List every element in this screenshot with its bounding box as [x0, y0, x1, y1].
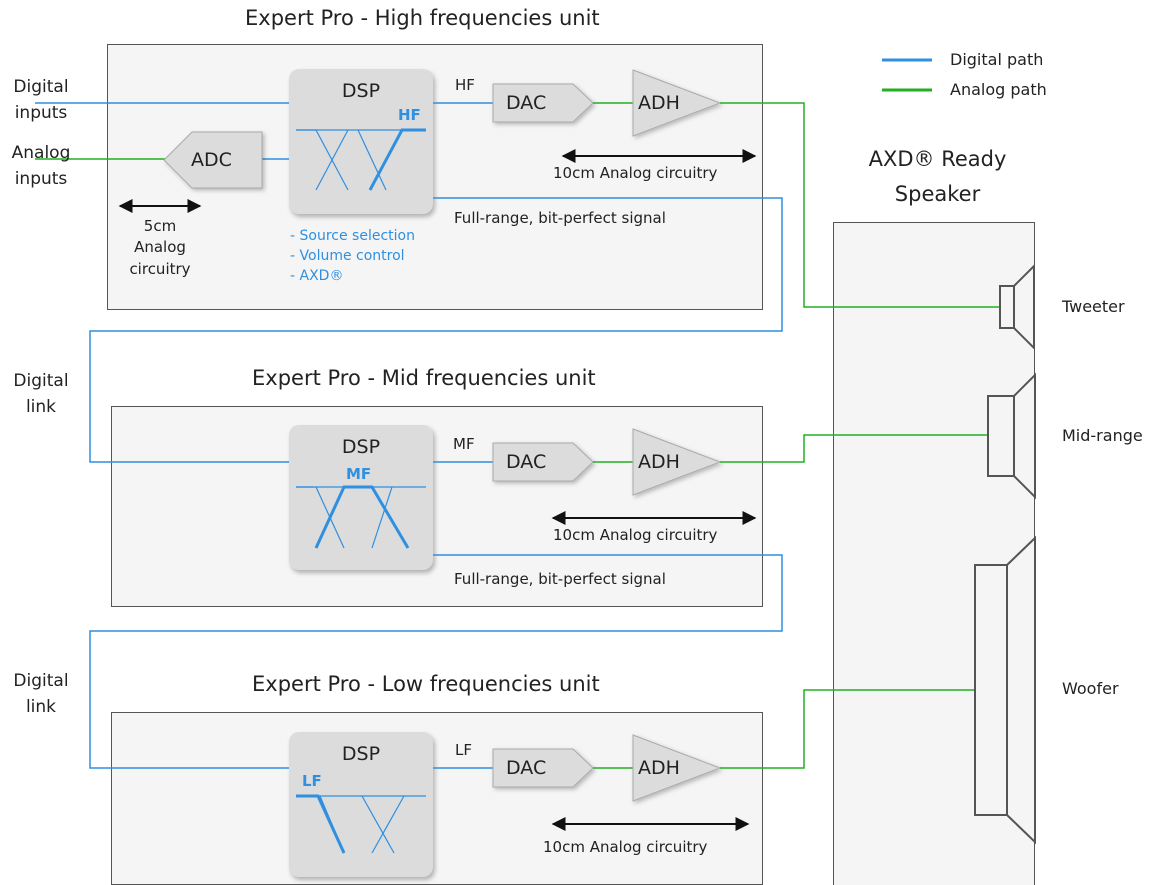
legend-digital-label: Digital path — [950, 50, 1044, 69]
digital-link-2-wire — [89, 554, 783, 769]
lf-filter-curves — [296, 794, 426, 854]
hf-analog-length-label: 10cm Analog circuitry — [553, 164, 718, 182]
mid-range-analog-wire — [720, 434, 988, 463]
mf-output-label: MF — [453, 435, 475, 453]
mf-dac-label: DAC — [506, 451, 547, 473]
hf-output-label: HF — [455, 76, 475, 94]
lf-output-label: LF — [455, 741, 472, 759]
digital-link-2-label: Digital link — [13, 671, 69, 717]
speaker-title: AXD® Ready Speaker — [868, 147, 1007, 206]
lf-dsp-label: DSP — [341, 743, 381, 765]
hf-adh-label: ADH — [638, 92, 680, 114]
hf-dsp-block — [289, 69, 433, 214]
lf-dac-label: DAC — [506, 757, 547, 779]
mid-range-driver — [987, 372, 1036, 500]
feature-bullet: - — [290, 268, 300, 284]
lf-dac-block — [492, 748, 594, 788]
adc-block — [163, 131, 263, 189]
lf-adh-block — [632, 734, 722, 802]
hf-dac-block — [492, 83, 594, 123]
adc-distance: 5cm — [143, 217, 177, 235]
adc-description: Analog circuitry — [129, 238, 191, 278]
lf-analog-length-label: 10cm Analog circuitry — [543, 838, 708, 856]
digital-inputs-label: Digital inputs — [13, 77, 69, 123]
hf-passthrough-label: Full-range, bit-perfect signal — [454, 209, 666, 227]
tweeter-label: Tweeter — [1062, 297, 1125, 316]
tweeter-analog-wire — [720, 102, 1000, 308]
hf-dac-label: DAC — [506, 92, 547, 114]
mf-dac-block — [492, 442, 594, 482]
analog-inputs-label: Analog inputs — [11, 143, 71, 189]
hf-filter-curves — [296, 128, 426, 191]
hf-unit-title: Expert Pro - High frequencies unit — [245, 6, 600, 30]
lf-dsp-block — [289, 732, 433, 877]
feature-axd: AXD® — [299, 268, 344, 284]
hf-band-label: HF — [398, 106, 421, 124]
mf-dsp-block — [289, 425, 433, 570]
woofer-driver — [974, 535, 1036, 845]
woofer-analog-wire — [720, 689, 975, 769]
feature-volume-control: Volume control — [299, 248, 405, 264]
mf-passthrough-label: Full-range, bit-perfect signal — [454, 570, 666, 588]
lf-adh-label: ADH — [638, 757, 680, 779]
tweeter-driver — [999, 263, 1035, 351]
lf-band-label: LF — [302, 772, 322, 790]
feature-bullet: - — [290, 248, 300, 264]
digital-link-1-label: Digital link — [13, 371, 69, 417]
mf-analog-length-label: 10cm Analog circuitry — [553, 526, 718, 544]
hf-adh-block — [632, 69, 722, 137]
legend-analog-label: Analog path — [950, 80, 1047, 99]
lf-unit-title: Expert Pro - Low frequencies unit — [252, 672, 600, 696]
feature-bullet: - — [290, 228, 300, 244]
mf-band-label: MF — [346, 465, 372, 483]
mid-range-label: Mid-range — [1062, 426, 1143, 445]
mf-unit-title: Expert Pro - Mid frequencies unit — [252, 366, 596, 390]
mf-filter-curves — [296, 485, 426, 549]
woofer-label: Woofer — [1062, 679, 1119, 698]
mf-adh-label: ADH — [638, 451, 680, 473]
digital-link-1-wire — [89, 197, 783, 463]
adc-label: ADC — [191, 149, 232, 171]
hf-dsp-label: DSP — [341, 80, 381, 102]
mf-adh-block — [632, 428, 722, 496]
feature-source-selection: Source selection — [299, 228, 415, 244]
hf-feature-list: - Source selection - Volume control - AX… — [290, 226, 415, 286]
mf-dsp-label: DSP — [341, 436, 381, 458]
